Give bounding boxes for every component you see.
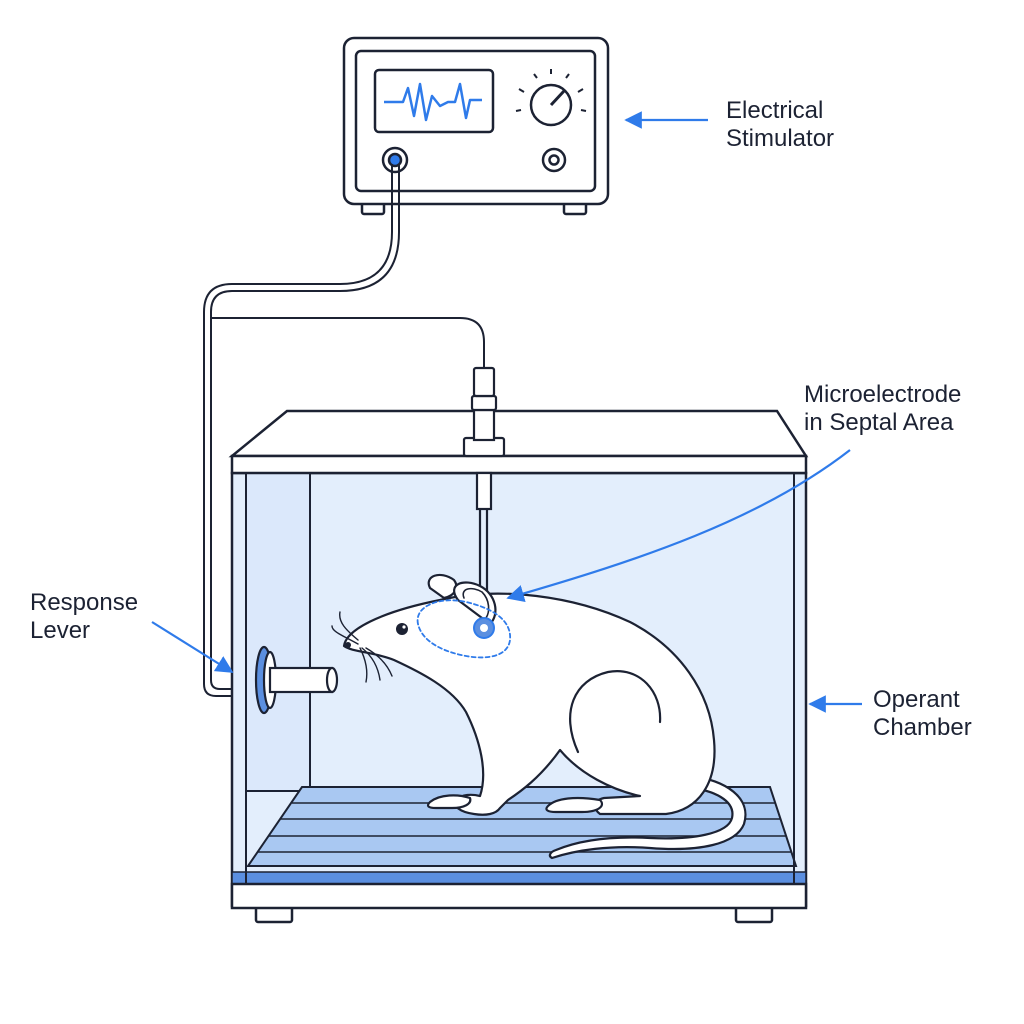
arrow-response-lever [151,621,234,673]
label-operant-chamber: Operant Chamber [873,686,972,742]
chamber-back-wall-panel [245,472,311,792]
stimulator-screen [373,68,495,134]
callout-arrows [151,111,862,713]
label-operant-chamber-line1: Operant [873,686,960,713]
rat-haunch [569,670,662,754]
electrode-cable [211,317,485,368]
brain-septal-region-outline [416,599,511,659]
control-knob [529,83,573,127]
rat-eye [396,623,408,635]
rat-eye-glint [402,625,406,629]
chamber-base [230,882,808,910]
stimulator-front-panel [354,49,597,193]
waveform-icon [384,82,482,122]
electrical-stimulator [342,36,610,216]
lead-wire-inner [210,164,400,690]
rat-nose [345,642,351,648]
label-microelectrode: Microelectrode in Septal Area [804,381,961,437]
label-electrical-stimulator: Electrical Stimulator [726,97,834,153]
floor-edge-strip [231,871,807,885]
electrode-holder-collar [470,394,498,412]
label-microelectrode-line2: in Septal Area [804,409,954,436]
rat-front-paw [426,794,472,810]
lever-tip [325,666,339,694]
label-response-lever-line1: Response [30,589,139,616]
output-port-right-inner [548,154,560,166]
label-operant-chamber-line2: Chamber [873,714,972,741]
electrode-holder-lower [472,408,496,442]
electrode-shaft-sleeve [475,471,493,511]
rat-ear-inner [462,587,490,619]
chamber-lid-top [228,409,809,458]
label-electrical-stimulator-line1: Electrical [726,97,824,124]
label-response-lever-line2: Lever [30,617,91,644]
label-response-lever: Response Lever [30,589,138,645]
wiring [203,164,485,697]
lever-bar [268,666,334,694]
arrow-microelectrode [506,449,851,603]
knob-pointer [549,89,566,107]
rat-whiskers [331,611,393,683]
rat-body [342,592,716,816]
electrode-implant-core [480,624,488,632]
output-port-left-inner [387,152,403,168]
output-port-left [381,146,409,174]
rat-ear [453,581,497,626]
label-microelectrode-line1: Microelectrode [804,381,962,408]
electrode-connector [472,366,496,398]
chamber-lid-front [230,454,808,475]
output-port-right [541,147,567,173]
rat-hind-paw [545,796,604,814]
microelectrode [462,366,506,620]
label-electrical-stimulator-line2: Stimulator [726,125,835,152]
response-lever [254,645,339,715]
lead-wire-outer [203,164,393,697]
knob-tick-marks [515,69,587,112]
rat [331,573,747,860]
rat-ear-back [427,573,458,600]
chamber-floor-grid [246,786,798,867]
rat-tail [548,774,747,860]
